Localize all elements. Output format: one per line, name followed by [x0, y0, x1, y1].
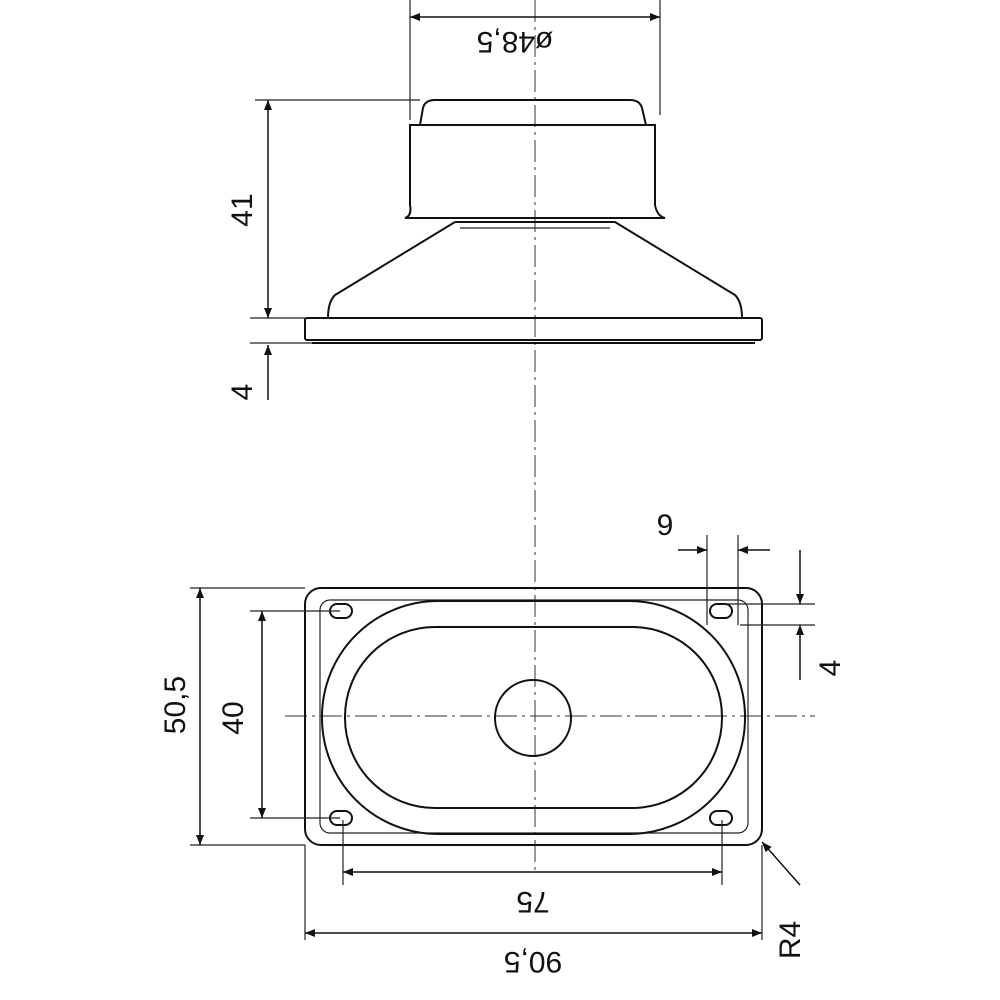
hole-spacing-x-label: 75 — [516, 885, 549, 918]
magnet-body — [404, 124, 666, 219]
surround-inner — [344, 626, 723, 809]
front-view — [304, 587, 763, 846]
frame-outline — [304, 587, 763, 846]
side-view — [304, 99, 763, 344]
magnet-cap — [419, 99, 647, 126]
dust-cap — [494, 679, 572, 757]
corner-radius-label: R4 — [774, 921, 807, 959]
hole-offset-y-label: 4 — [814, 660, 847, 677]
surround-outer — [321, 600, 746, 835]
dimension-lines — [196, 13, 804, 937]
diameter-label: ø48,5 — [477, 25, 554, 58]
frame-height-label: 50,5 — [159, 676, 192, 734]
hole-offset-x-label: 9 — [657, 509, 674, 542]
height-flange-label: 4 — [226, 384, 259, 401]
mounting-flange — [304, 317, 763, 341]
cone-basket — [327, 221, 743, 319]
mounting-hole — [709, 810, 733, 826]
frame-width-label: 90,5 — [504, 945, 562, 978]
height-body-label: 41 — [226, 193, 259, 226]
hole-spacing-y-label: 40 — [217, 701, 250, 734]
extension-lines — [190, 0, 815, 940]
mounting-hole — [709, 603, 733, 619]
